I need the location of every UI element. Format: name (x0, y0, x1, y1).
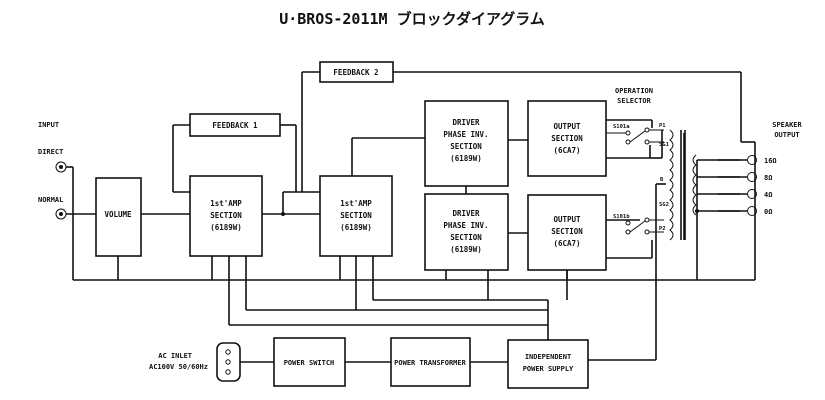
terminal-16-label: 16Ω (764, 157, 777, 165)
block-power-supply-line1: INDEPENDENT (525, 353, 571, 361)
terminal-4-icon (747, 189, 757, 199)
terminal-8-icon (747, 172, 757, 182)
block-output-top-line2: SECTION (551, 134, 583, 143)
ac-inlet: AC INLET AC100V 50/60Hz (149, 342, 241, 382)
block-power-supply: INDEPENDENT POWER SUPPLY (507, 339, 589, 389)
block-driver-bottom-line1: DRIVER (452, 209, 480, 218)
block-power-transformer: POWER TRANSFORMER (390, 337, 471, 387)
block-amp1: 1st'AMP SECTION (6189W) (189, 175, 263, 257)
block-power-transformer-label: POWER TRANSFORMER (394, 359, 466, 367)
speaker-output-line2: OUTPUT (774, 131, 799, 139)
selector-label-line2: SELECTOR (617, 97, 652, 105)
block-volume: VOLUME (95, 177, 142, 257)
direct-jack-icon (55, 161, 67, 173)
block-amp1-line2: SECTION (210, 211, 242, 220)
block-amp2-line2: SECTION (340, 211, 372, 220)
direct-label: DIRECT (38, 148, 63, 156)
block-amp2-line1: 1st'AMP (340, 199, 372, 208)
block-volume-label: VOLUME (104, 210, 132, 219)
operation-selector: OPERATION SELECTOR S101a S101b P1 SG1 B … (606, 87, 670, 235)
terminal-16-icon (747, 155, 757, 165)
sg1-label: SG1 (659, 142, 670, 148)
block-output-bottom-line3: (6CA7) (553, 239, 580, 248)
block-power-switch: POWER SWITCH (273, 337, 346, 387)
block-driver-bottom-line2: PHASE INV. (443, 221, 488, 230)
diagram-title: U·BROS-2011M ブロックダイアグラム (279, 10, 545, 28)
block-output-bottom-line2: SECTION (551, 227, 583, 236)
switch-s101a-icon (606, 127, 664, 145)
block-output-bottom: OUTPUT SECTION (6CA7) (527, 194, 607, 271)
block-output-top: OUTPUT SECTION (6CA7) (527, 100, 607, 177)
input-jacks: INPUT DIRECT NORMAL (38, 121, 67, 220)
block-power-switch-label: POWER SWITCH (284, 359, 335, 367)
terminal-0-label: 0Ω (764, 208, 772, 216)
block-output-bottom-line1: OUTPUT (553, 215, 581, 224)
block-driver-bottom-line3: SECTION (450, 233, 482, 242)
block-driver-bottom-line4: (6189W) (450, 245, 482, 254)
input-label: INPUT (38, 121, 59, 129)
block-amp2-line3: (6189W) (340, 223, 372, 232)
normal-jack-icon (55, 208, 67, 220)
s101b-label: S101b (613, 214, 630, 220)
output-transformer-icon (669, 129, 697, 241)
ac-inlet-label: AC INLET (158, 352, 192, 360)
signal-wiring (66, 71, 756, 363)
ac-inlet-icon (216, 342, 241, 382)
speaker-output: SPEAKER OUTPUT 16Ω 8Ω 4Ω 0Ω (718, 121, 803, 216)
block-output-top-line3: (6CA7) (553, 146, 580, 155)
block-driver-top-line3: SECTION (450, 142, 482, 151)
block-output-top-line1: OUTPUT (553, 122, 581, 131)
normal-label: NORMAL (38, 196, 63, 204)
block-driver-bottom: DRIVER PHASE INV. SECTION (6189W) (424, 193, 509, 271)
block-driver-top-line4: (6189W) (450, 154, 482, 163)
block-driver-top-line2: PHASE INV. (443, 130, 488, 139)
s101a-label: S101a (613, 124, 630, 130)
block-driver-top-line1: DRIVER (452, 118, 480, 127)
block-power-supply-line2: POWER SUPPLY (523, 365, 574, 373)
block-driver-top: DRIVER PHASE INV. SECTION (6189W) (424, 100, 509, 187)
block-amp1-line3: (6189W) (210, 223, 242, 232)
ac-voltage-label: AC100V 50/60Hz (149, 363, 208, 371)
speaker-output-line1: SPEAKER (772, 121, 802, 129)
selector-label-line1: OPERATION (615, 87, 653, 95)
p2-label: P2 (659, 226, 666, 232)
p1-label: P1 (659, 123, 666, 129)
block-feedback1: FEEDBACK 1 (189, 113, 281, 137)
terminal-0-icon (747, 206, 757, 216)
b-label: B (660, 177, 664, 183)
block-amp1-line1: 1st'AMP (210, 199, 242, 208)
junction-dots (281, 209, 699, 216)
block-feedback1-label: FEEDBACK 1 (212, 121, 258, 130)
block-feedback2: FEEDBACK 2 (319, 61, 394, 83)
block-feedback2-label: FEEDBACK 2 (333, 68, 378, 77)
terminal-4-label: 4Ω (764, 191, 772, 199)
switch-s101b-icon (625, 217, 664, 235)
sg2-label: SG2 (659, 202, 669, 208)
terminal-8-label: 8Ω (764, 174, 772, 182)
block-amp2: 1st'AMP SECTION (6189W) (319, 175, 393, 257)
